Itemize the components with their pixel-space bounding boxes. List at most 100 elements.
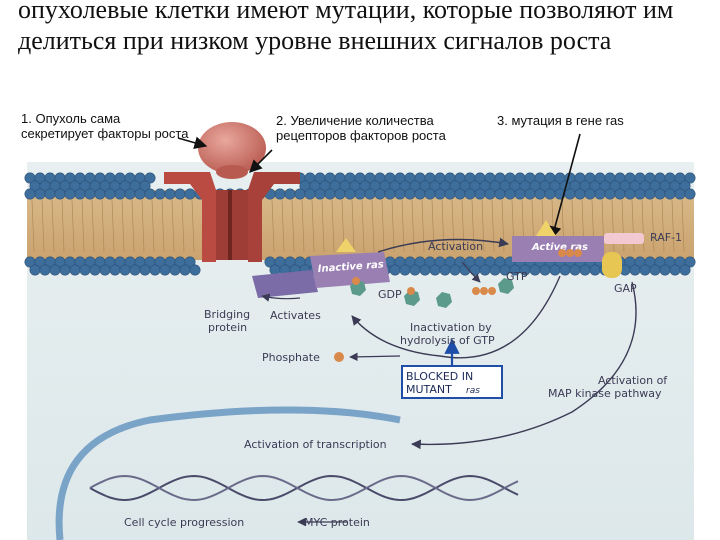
page-title: опухолевые клетки имеют мутации, которые… bbox=[18, 0, 674, 55]
lipid-head bbox=[629, 264, 641, 276]
lipid-tail bbox=[351, 199, 355, 253]
lipid-head bbox=[539, 264, 551, 276]
lipid-head bbox=[654, 188, 666, 200]
lipid-tail bbox=[151, 199, 155, 253]
lipid-tail bbox=[41, 199, 45, 253]
lipid-head bbox=[294, 188, 306, 200]
lipid-head bbox=[489, 264, 501, 276]
lipid-tail bbox=[391, 199, 395, 253]
lipid-head bbox=[124, 188, 136, 200]
lipid-head bbox=[659, 264, 671, 276]
lipid-tail bbox=[301, 199, 305, 253]
lipid-head bbox=[439, 264, 451, 276]
activates-arrow bbox=[261, 293, 301, 302]
lipid-tail bbox=[141, 199, 145, 253]
lipid-tail bbox=[381, 199, 385, 253]
lipid-tail bbox=[291, 199, 295, 253]
gtp-arrow bbox=[461, 261, 481, 283]
lipid-tail bbox=[81, 199, 85, 253]
lipid-tail bbox=[651, 199, 655, 253]
lipid-tail bbox=[491, 199, 495, 253]
lipid-head bbox=[644, 188, 656, 200]
gap-protein bbox=[602, 252, 622, 278]
lipid-head bbox=[189, 264, 201, 276]
lipid-head bbox=[119, 264, 131, 276]
lipid-tail bbox=[181, 199, 185, 253]
lipid-head bbox=[684, 256, 696, 268]
lipid-head bbox=[34, 188, 46, 200]
lipid-tail bbox=[441, 199, 445, 253]
activation-arrow bbox=[377, 237, 509, 253]
lipid-head bbox=[394, 188, 406, 200]
raf1-protein bbox=[604, 233, 644, 244]
caption-ras-mutation: 3. мутация в гене ras bbox=[497, 113, 624, 128]
lipid-head bbox=[484, 188, 496, 200]
lipid-tail bbox=[671, 199, 675, 253]
dna-strand bbox=[89, 474, 519, 502]
blocked-label-1: BLOCKED IN bbox=[406, 370, 473, 383]
lipid-head bbox=[424, 188, 436, 200]
lipid-head bbox=[49, 264, 61, 276]
lipid-tail bbox=[641, 199, 645, 253]
lipid-head bbox=[129, 264, 141, 276]
lipid-head bbox=[54, 188, 66, 200]
map-label-2: MAP kinase pathway bbox=[548, 387, 662, 400]
lipid-head bbox=[79, 264, 91, 276]
lipid-head bbox=[684, 188, 696, 200]
lipid-tail bbox=[131, 199, 135, 253]
lipid-head bbox=[679, 264, 691, 276]
lipid-tail bbox=[71, 199, 75, 253]
raf1-label: RAF-1 bbox=[650, 231, 682, 244]
lipid-head bbox=[154, 188, 166, 200]
nucleotides bbox=[334, 249, 582, 362]
arrow-caption1 bbox=[177, 136, 208, 149]
lipid-head bbox=[664, 188, 676, 200]
lipid-head bbox=[594, 188, 606, 200]
lipid-head bbox=[174, 188, 186, 200]
lipid-tail bbox=[121, 199, 125, 253]
lipid-tail bbox=[281, 199, 285, 253]
lipid-head bbox=[494, 188, 506, 200]
lipid-head bbox=[39, 264, 51, 276]
lipid-head bbox=[634, 188, 646, 200]
lipid-tail bbox=[161, 199, 165, 253]
lipid-head bbox=[559, 264, 571, 276]
dna-strand bbox=[89, 474, 519, 502]
lipid-tail bbox=[481, 199, 485, 253]
lipid-head bbox=[104, 188, 116, 200]
lipid-head bbox=[679, 180, 691, 192]
caption-receptor-increase: 2. Увеличение количества рецепторов факт… bbox=[276, 113, 446, 143]
lipid-head bbox=[574, 188, 586, 200]
lipid-head bbox=[94, 188, 106, 200]
lipid-tail bbox=[451, 199, 455, 253]
lipid-head bbox=[454, 188, 466, 200]
inactive-ras: Inactive ras bbox=[310, 238, 390, 288]
lipid-head bbox=[169, 264, 181, 276]
lipid-head bbox=[139, 180, 151, 192]
lipid-tail bbox=[171, 199, 175, 253]
lipid-head bbox=[89, 264, 101, 276]
lipid-head bbox=[589, 264, 601, 276]
lipid-head bbox=[144, 188, 156, 200]
lipid-tail bbox=[271, 199, 275, 253]
gtp-label: GTP bbox=[506, 270, 528, 283]
lipid-head bbox=[314, 188, 326, 200]
lipid-head bbox=[99, 264, 111, 276]
lipid-head bbox=[334, 188, 346, 200]
lipid-head bbox=[354, 188, 366, 200]
lipid-tail bbox=[311, 199, 315, 253]
lipid-head bbox=[549, 264, 561, 276]
lipid-head bbox=[139, 264, 151, 276]
lipid-head bbox=[529, 264, 541, 276]
lipid-head bbox=[584, 188, 596, 200]
lipid-head bbox=[59, 264, 71, 276]
membrane-heads-top bbox=[24, 172, 696, 200]
lipid-tail bbox=[661, 199, 665, 253]
lipid-head bbox=[114, 188, 126, 200]
map-label-1: Activation of bbox=[598, 374, 668, 387]
lipid-head bbox=[514, 188, 526, 200]
lipid-tail bbox=[431, 199, 435, 253]
blocked-label-3: ras bbox=[466, 386, 480, 396]
activates-label: Activates bbox=[270, 309, 321, 322]
